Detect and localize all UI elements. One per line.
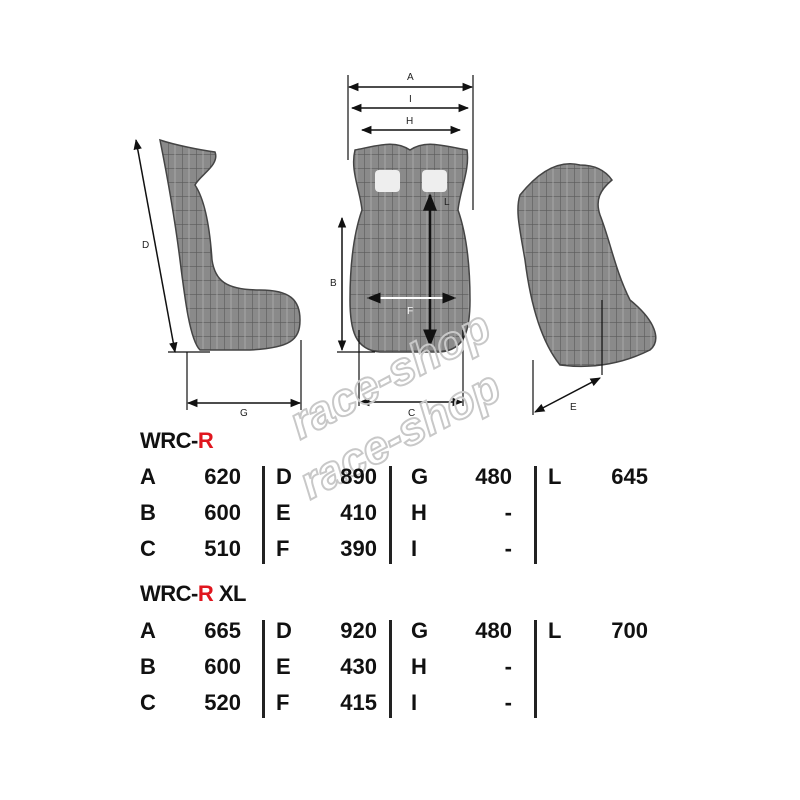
dimension-value: 415 — [340, 690, 377, 715]
dimension-value: 390 — [340, 536, 377, 561]
seat-front-view: A I H L F B C — [330, 72, 474, 419]
dimension-value: 480 — [475, 618, 512, 643]
dimension-key: C — [140, 690, 156, 715]
dimension-key: G — [411, 464, 429, 489]
dimension-label-e: E — [570, 402, 577, 413]
dimension-value: 620 — [204, 464, 241, 489]
model-name-prefix: WRC- — [140, 428, 198, 453]
dimension-key: B — [140, 500, 156, 525]
model-title: WRC-R — [140, 428, 214, 454]
dimension-key: E — [276, 654, 291, 679]
model-name-suffix: XL — [213, 581, 247, 606]
dimension-value: 600 — [204, 500, 241, 525]
column-divider — [262, 466, 265, 564]
dimension-value: 430 — [340, 654, 377, 679]
dimension-key: B — [140, 654, 156, 679]
dimension-value: 600 — [204, 654, 241, 679]
dimension-d-arrow — [133, 138, 178, 354]
column-divider — [262, 620, 265, 718]
dimension-key: F — [276, 536, 290, 561]
dimension-label-b: B — [330, 278, 337, 289]
dimension-label-d: D — [142, 240, 149, 251]
dimension-value: 665 — [204, 618, 241, 643]
dimension-e-arrow — [534, 377, 601, 413]
dimension-value: 480 — [475, 464, 512, 489]
model-name-accent: R — [197, 428, 214, 453]
dimension-value: 520 — [204, 690, 241, 715]
dimension-key: A — [140, 464, 156, 489]
dimension-value: 645 — [611, 464, 648, 489]
dimension-key: H — [411, 500, 427, 525]
dimension-label-c: C — [408, 408, 415, 419]
dimension-label-g: G — [240, 408, 248, 419]
dimension-value: - — [504, 536, 512, 561]
dimension-label-f: F — [407, 306, 413, 317]
model-name-accent: R — [197, 581, 214, 606]
dimension-value: - — [504, 500, 512, 525]
dimension-key: F — [276, 690, 290, 715]
dimension-key: I — [411, 690, 418, 715]
dimension-key: C — [140, 536, 156, 561]
dimension-key: E — [276, 500, 291, 525]
dimension-label-a: A — [407, 72, 414, 83]
dimension-key: L — [548, 618, 562, 643]
dimension-value: 890 — [340, 464, 377, 489]
dimension-value: - — [504, 690, 512, 715]
dimension-key: D — [276, 618, 292, 643]
dimension-key: G — [411, 618, 429, 643]
column-divider — [389, 620, 392, 718]
dimension-value: 920 — [340, 618, 377, 643]
dimension-key: A — [140, 618, 156, 643]
dimension-label-l: L — [444, 197, 450, 208]
dimension-key: D — [276, 464, 292, 489]
column-divider — [534, 466, 537, 564]
dimension-value: 410 — [340, 500, 377, 525]
seat-diagrams: D G A I H L F B — [133, 72, 657, 419]
dimension-key: I — [411, 536, 418, 561]
dimension-label-h: H — [406, 116, 413, 127]
dimension-value: - — [504, 654, 512, 679]
seat-side-view: D G — [133, 138, 302, 419]
dimension-value: 510 — [204, 536, 241, 561]
model-name-prefix: WRC- — [140, 581, 198, 606]
column-divider — [534, 620, 537, 718]
dimension-key: L — [548, 464, 562, 489]
model-title: WRC-R XL — [140, 581, 246, 607]
dimension-label-i: I — [409, 94, 412, 105]
column-divider — [389, 466, 392, 564]
seat-perspective-view: E — [517, 163, 657, 415]
dimension-value: 700 — [611, 618, 648, 643]
dimension-key: H — [411, 654, 427, 679]
